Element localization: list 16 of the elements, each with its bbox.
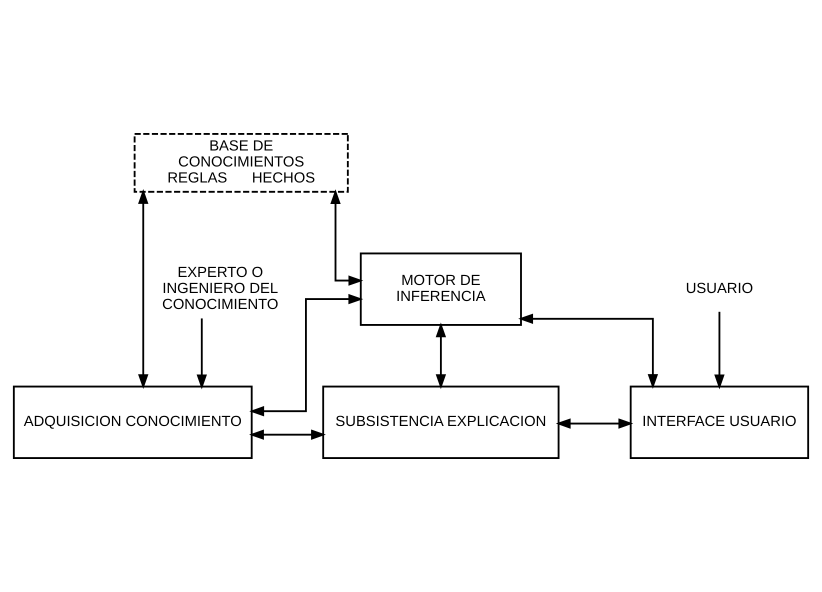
node-box: MOTOR DE INFERENCIA: [360, 252, 522, 326]
arrow: [138, 189, 148, 390]
arrow: [714, 312, 725, 390]
arrow: [249, 429, 326, 440]
arrow: [330, 189, 364, 286]
node-box: SUBSISTENCIA EXPLICACION: [322, 386, 560, 459]
arrow: [249, 294, 364, 416]
node-text: USUARIO: [686, 281, 754, 298]
arrow: [436, 322, 446, 390]
node-text: EXPERTO O INGENIERO DEL CONOCIMIENTO: [162, 265, 278, 314]
arrow: [196, 318, 207, 390]
arrow: [556, 418, 634, 429]
node-box: ADQUISICION CONOCIMIENTO: [12, 386, 253, 459]
arrow: [518, 314, 658, 389]
node-box: INTERFACE USUARIO: [630, 386, 810, 459]
node-box: BASE DE CONOCIMIENTOS REGLAS HECHOS: [134, 133, 349, 193]
